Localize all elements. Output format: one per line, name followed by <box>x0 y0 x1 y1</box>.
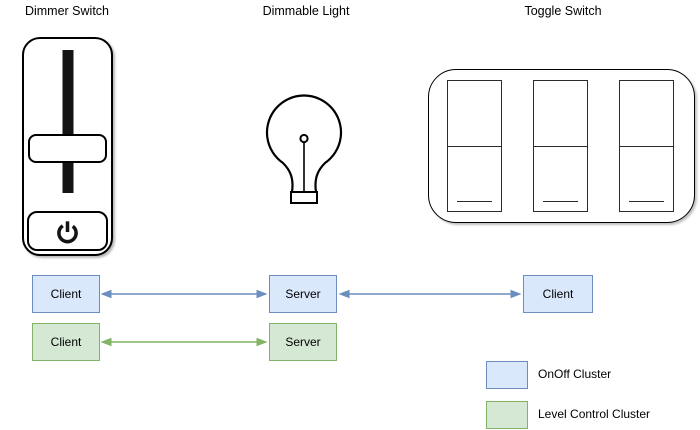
legend-onoff-swatch <box>486 361 528 389</box>
dimmer-switch <box>22 37 113 256</box>
box-label: Server <box>285 335 321 349</box>
level-server-box: Server <box>269 323 337 361</box>
toggle-switch <box>428 69 695 223</box>
level-client-server-arrow <box>100 337 268 347</box>
legend-level-swatch <box>486 401 528 429</box>
onoff-server-box: Server <box>269 275 337 313</box>
rocker-divider <box>533 146 588 147</box>
box-label: Client <box>50 335 82 349</box>
legend-onoff-label: OnOff Cluster <box>538 367 612 381</box>
rocker-indicator-line <box>457 201 492 202</box>
dimmer-slider-track <box>62 50 73 193</box>
rocker-indicator-line <box>543 201 578 202</box>
dimmable-light-title: Dimmable Light <box>262 4 350 18</box>
legend-level-label: Level Control Cluster <box>538 407 651 421</box>
box-label: Client <box>542 287 574 301</box>
level-client-box: Client <box>32 323 100 361</box>
light-bulb-icon <box>265 94 343 204</box>
onoff-client-right-box: Client <box>523 275 593 313</box>
toggle-rocker-3 <box>619 80 674 212</box>
rocker-divider <box>619 146 674 147</box>
power-icon <box>57 220 78 243</box>
toggle-switch-title: Toggle Switch <box>524 4 602 18</box>
rocker-divider <box>447 146 502 147</box>
dimmer-slider-handle <box>28 134 107 163</box>
box-label: Client <box>50 287 82 301</box>
onoff-client-server-arrow <box>100 289 268 299</box>
dimmer-power-button <box>27 211 108 251</box>
box-label: Server <box>285 287 321 301</box>
toggle-rocker-2 <box>533 80 588 212</box>
onoff-server-client-arrow <box>338 289 522 299</box>
onoff-client-left-box: Client <box>32 275 100 313</box>
toggle-rocker-1 <box>447 80 502 212</box>
rocker-indicator-line <box>629 201 664 202</box>
dimmer-switch-title: Dimmer Switch <box>24 4 110 18</box>
